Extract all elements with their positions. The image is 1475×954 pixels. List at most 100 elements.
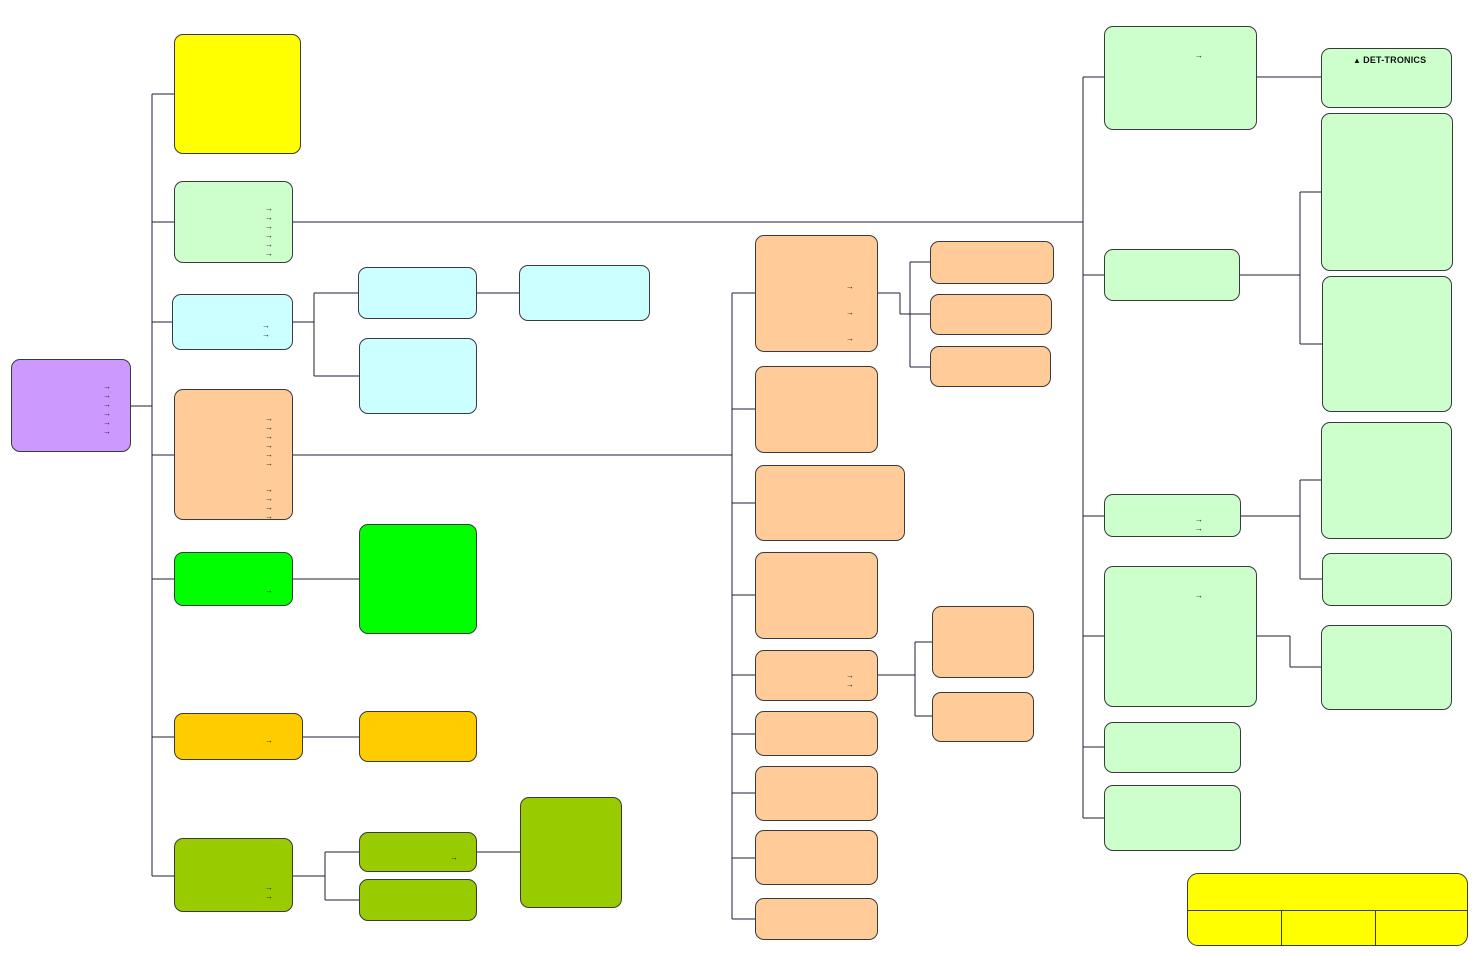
branch-4-grandchild-1 xyxy=(930,241,1054,284)
branch-2-child-2-sub-1 xyxy=(1321,113,1453,271)
branch-2-child-3-sub-1 xyxy=(1321,422,1452,539)
branch-4-child-6 xyxy=(755,711,878,756)
arrow-icon: → xyxy=(846,308,854,317)
arrow-icon: → xyxy=(1195,515,1203,524)
branch-2-child-1: → xyxy=(1104,26,1257,130)
branch-2-child-6 xyxy=(1104,785,1241,851)
legend-cell-3 xyxy=(1376,911,1467,945)
arrow-icon: → xyxy=(265,512,273,521)
branch-3-node: →→ xyxy=(172,294,293,350)
branch-2-child-4-sub xyxy=(1321,625,1452,710)
branch-2-node: →→→→→→ xyxy=(174,181,293,263)
branch-3-grandchild-1 xyxy=(519,265,650,321)
arrow-icon: → xyxy=(265,494,273,503)
det-tronics-logo: ▲DET-TRONICS xyxy=(1353,55,1426,65)
branch-4-child-1-arrow-b: → xyxy=(846,308,854,317)
arrow-icon: → xyxy=(103,400,111,409)
arrow-icon: → xyxy=(265,892,273,901)
branch-4-child-5-arrows: →→ xyxy=(846,671,854,689)
branch-2-child-5 xyxy=(1104,722,1241,773)
arrow-icon: → xyxy=(103,409,111,418)
arrow-icon: → xyxy=(265,459,273,468)
branch-4-child-5-sub-2 xyxy=(932,692,1034,742)
branch-4-child-3 xyxy=(755,465,905,541)
branch-2-child-3: →→ xyxy=(1104,494,1241,537)
branch-4-child-5: →→ xyxy=(755,650,878,701)
arrow-icon: → xyxy=(265,231,273,240)
root-node: →→→→→→ xyxy=(11,359,131,452)
branch-7-child-2 xyxy=(359,879,477,921)
arrow-icon: → xyxy=(265,249,273,258)
arrow-icon: → xyxy=(265,736,273,745)
arrow-icon: → xyxy=(265,883,273,892)
arrow-icon: → xyxy=(846,671,854,680)
branch-5-node: → xyxy=(174,552,293,606)
branch-2-child-2 xyxy=(1104,249,1240,301)
arrow-icon: → xyxy=(450,853,458,862)
arrow-icon: → xyxy=(265,204,273,213)
branch-5-child xyxy=(359,524,477,634)
root-arrows: →→→→→→ xyxy=(103,382,111,436)
branch-2-child-2-sub-2 xyxy=(1322,276,1452,412)
branch-7-child-1-arrows: → xyxy=(450,853,458,862)
branch-6-child xyxy=(359,711,477,762)
arrow-icon: → xyxy=(103,382,111,391)
arrow-icon: → xyxy=(103,391,111,400)
arrow-icon: → xyxy=(846,680,854,689)
branch-4-node: →→→→→→→→→→ xyxy=(174,389,293,521)
arrow-icon: → xyxy=(1195,51,1203,60)
arrow-icon: → xyxy=(265,441,273,450)
branch-7-grandchild xyxy=(520,797,622,908)
arrow-icon: → xyxy=(1195,524,1203,533)
branch-2-child-4-arrow: → xyxy=(1195,591,1203,600)
branch-4-child-1-arrow-a: → xyxy=(846,282,854,291)
arrow-icon: → xyxy=(262,321,270,330)
branch-2-child-3-sub-2 xyxy=(1322,553,1452,606)
arrow-icon: → xyxy=(265,485,273,494)
logo-text: DET-TRONICS xyxy=(1363,55,1427,65)
legend-cell-2 xyxy=(1282,911,1376,945)
branch-7-child-1: → xyxy=(359,832,477,872)
det-tronics-box xyxy=(1321,48,1452,108)
legend-cell-1 xyxy=(1188,911,1282,945)
legend-box xyxy=(1187,873,1468,946)
arrow-icon: → xyxy=(265,503,273,512)
branch-1-node xyxy=(174,34,301,154)
branch-4-grandchild-2 xyxy=(930,294,1052,335)
arrow-icon: → xyxy=(846,282,854,291)
branch-2-child-1-arrow: → xyxy=(1195,51,1203,60)
logo-triangle-icon: ▲ xyxy=(1353,56,1362,65)
arrow-icon: → xyxy=(262,330,270,339)
branch-4-child-8 xyxy=(755,830,878,885)
branch-6-arrows: → xyxy=(265,736,273,745)
branch-4-child-5-sub-1 xyxy=(932,606,1034,678)
arrow-icon: → xyxy=(1195,591,1203,600)
arrow-icon: → xyxy=(265,414,273,423)
branch-3-arrows: →→ xyxy=(262,321,270,339)
arrow-icon: → xyxy=(265,586,273,595)
branch-3-child-1 xyxy=(358,267,477,319)
branch-2-child-4: → xyxy=(1104,566,1257,707)
branch-5-arrows: → xyxy=(265,586,273,595)
branch-4-child-9 xyxy=(755,898,878,940)
branch-3-child-2 xyxy=(359,338,477,414)
arrow-icon: → xyxy=(103,427,111,436)
branch-4-arrows: →→→→→→→→→→ xyxy=(265,414,273,521)
branch-4-child-4 xyxy=(755,552,878,639)
branch-7-arrows: →→ xyxy=(265,883,273,901)
branch-6-node: → xyxy=(174,713,303,760)
branch-4-child-2 xyxy=(755,366,878,453)
legend-header xyxy=(1188,874,1467,911)
branch-4-child-1: → → → xyxy=(755,235,878,352)
arrow-icon: → xyxy=(265,213,273,222)
arrow-icon: → xyxy=(265,222,273,231)
branch-7-node: →→ xyxy=(174,838,293,912)
arrow-icon: → xyxy=(265,423,273,432)
branch-4-child-7 xyxy=(755,766,878,821)
branch-2-child-3-arrows: →→ xyxy=(1195,515,1203,533)
branch-4-grandchild-3 xyxy=(930,346,1051,387)
arrow-icon: → xyxy=(265,432,273,441)
arrow-icon: → xyxy=(265,240,273,249)
